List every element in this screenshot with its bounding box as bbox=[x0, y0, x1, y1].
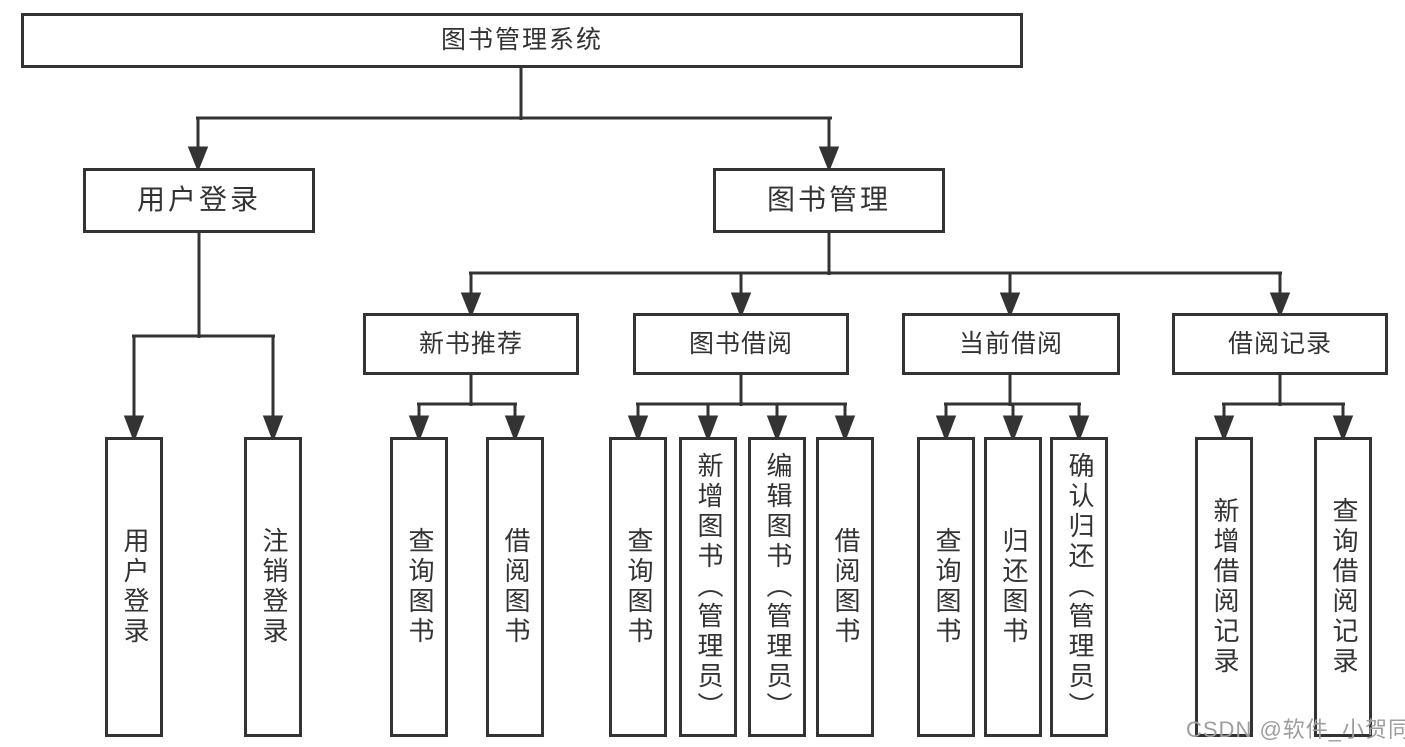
arrow-down-icon bbox=[187, 146, 209, 173]
arrow-down-icon bbox=[627, 415, 649, 443]
arrow-down-icon bbox=[1269, 292, 1291, 319]
leaf-query-borrow-record: 查询借阅记录 bbox=[1314, 437, 1372, 737]
arrow-down-icon bbox=[766, 415, 788, 443]
leaf-add-borrow-record: 新增借阅记录 bbox=[1195, 437, 1253, 737]
arrow-down-icon bbox=[1068, 415, 1090, 443]
arrow-down-icon bbox=[935, 415, 957, 443]
arrow-down-icon bbox=[504, 415, 526, 443]
leaf-query-books-current: 查询图书 bbox=[917, 437, 975, 737]
node-root-system: 图书管理系统 bbox=[21, 13, 1023, 68]
arrow-down-icon bbox=[999, 292, 1021, 319]
arrow-down-icon bbox=[460, 292, 482, 319]
leaf-user-login: 用户登录 bbox=[105, 437, 163, 737]
arrow-down-icon bbox=[408, 415, 430, 443]
node-book-borrow: 图书借阅 bbox=[633, 313, 849, 375]
arrow-down-icon bbox=[262, 415, 284, 443]
arrow-down-icon bbox=[834, 415, 856, 443]
node-new-book-recommend: 新书推荐 bbox=[363, 313, 579, 375]
arrow-down-icon bbox=[1213, 415, 1235, 443]
leaf-confirm-return-admin: 确认归还（管理员） bbox=[1050, 437, 1108, 737]
node-current-borrow: 当前借阅 bbox=[902, 313, 1120, 375]
arrow-down-icon bbox=[1332, 415, 1354, 443]
arrow-down-icon bbox=[697, 415, 719, 443]
arrow-down-icon bbox=[1002, 415, 1024, 443]
arrow-down-icon bbox=[123, 415, 145, 443]
node-user-login: 用户登录 bbox=[83, 168, 315, 233]
leaf-query-books-recommend: 查询图书 bbox=[390, 437, 448, 737]
leaf-borrow-book: 借阅图书 bbox=[816, 437, 874, 737]
arrow-down-icon bbox=[818, 146, 840, 173]
leaf-borrow-books-recommend: 借阅图书 bbox=[486, 437, 544, 737]
leaf-add-book-admin: 新增图书（管理员） bbox=[679, 437, 737, 737]
arrow-down-icon bbox=[730, 292, 752, 319]
node-book-management: 图书管理 bbox=[713, 168, 945, 233]
leaf-logout: 注销登录 bbox=[244, 437, 302, 737]
leaf-edit-book-admin: 编辑图书（管理员） bbox=[748, 437, 806, 737]
leaf-return-book: 归还图书 bbox=[984, 437, 1042, 737]
watermark: CSDN @软件_小贺同学 bbox=[1186, 717, 1405, 742]
leaf-query-books-borrow: 查询图书 bbox=[609, 437, 667, 737]
node-borrow-records: 借阅记录 bbox=[1172, 313, 1388, 375]
